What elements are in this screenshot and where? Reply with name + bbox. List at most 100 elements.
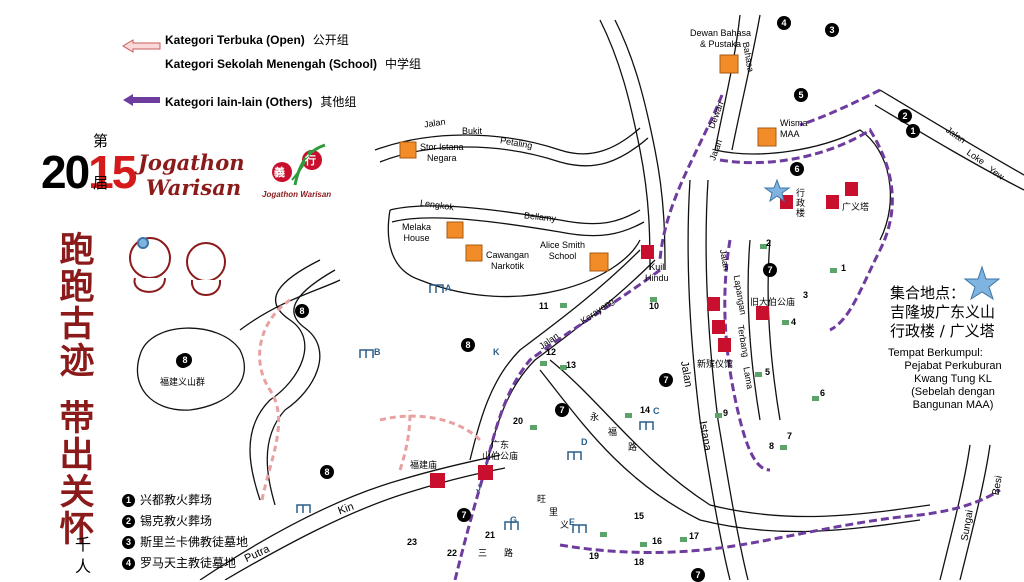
meeting-star-small xyxy=(763,178,791,203)
grave-number: 6 xyxy=(820,388,826,398)
circled-marker: 4 xyxy=(777,16,791,30)
road-cn-2: 福 xyxy=(608,427,618,437)
letter-marker: J xyxy=(476,483,482,493)
road-cn-5: 里 xyxy=(549,507,559,517)
graves xyxy=(530,244,837,547)
shelters xyxy=(296,284,654,533)
place-char: 行 xyxy=(796,188,806,198)
list-badge: 1 xyxy=(122,494,135,507)
legend-others-label: Kategori lain-lain (Others) xyxy=(165,95,313,109)
place-line: Narkotik xyxy=(491,261,525,271)
meeting-cn-3: 行政楼 / 广义塔 xyxy=(890,322,995,340)
slogan-char: 跑 xyxy=(59,230,95,271)
meeting-en-line: (Sebelah dengan xyxy=(911,386,995,398)
meeting-en-line: Kwang Tung KL xyxy=(914,373,992,385)
grave-number: 15 xyxy=(634,511,645,521)
slogan-char: 出 xyxy=(59,435,95,476)
letter-marker: B xyxy=(374,347,381,357)
place-line: Melaka xyxy=(402,222,432,232)
legend-others: Kategori lain-lain (Others) 其他组 xyxy=(165,93,356,110)
logo-title: Jogathon Warisan xyxy=(138,150,244,200)
circled-marker: 3 xyxy=(825,23,839,37)
circled-marker: 7 xyxy=(659,373,673,387)
list-badge: 4 xyxy=(122,557,135,570)
place-line: Kuil xyxy=(649,262,665,272)
place-line: Stor Istana xyxy=(420,142,464,152)
grave-number: 7 xyxy=(787,431,793,441)
circled-marker: 7 xyxy=(457,508,471,522)
emblem-caption: Jogathon Warisan xyxy=(262,190,332,199)
emblem-char-2: 行 xyxy=(305,155,316,167)
grave-number: 11 xyxy=(539,301,549,311)
legend-open-label: Kategori Terbuka (Open) xyxy=(165,33,305,47)
meeting-cn-1: 集合地点： xyxy=(890,284,966,302)
grave-number: 18 xyxy=(634,557,645,567)
legend-open: Kategori Terbuka (Open)公开组 xyxy=(165,31,349,48)
place-dewan-bahasa: Dewan Bahasa & Pustaka xyxy=(690,28,751,50)
circled-marker: 1 xyxy=(906,124,920,138)
list-item: 1 兴都教火葬场 xyxy=(122,490,248,511)
place-melaka-house: Melaka House xyxy=(402,222,431,244)
place-guangdong-temple: 广东 山伯公庙 xyxy=(482,440,518,462)
place-line: School xyxy=(548,251,577,261)
circled-marker: 7 xyxy=(555,403,569,417)
logo-emblem xyxy=(272,143,326,186)
place-line: Negara xyxy=(427,153,457,163)
list-text: 斯里兰卡佛教徒墓地 xyxy=(140,535,249,549)
letter-marker: K xyxy=(493,347,500,357)
letter-marker: C xyxy=(653,406,660,416)
place-char: 楼 xyxy=(796,208,806,218)
legend-arrows xyxy=(122,39,161,106)
legend-school-cn: 中学组 xyxy=(385,57,422,71)
circled-marker: 2 xyxy=(898,109,912,123)
letter-marker: E xyxy=(569,517,576,527)
place-old-temple: 旧大伯公庙 xyxy=(750,297,796,307)
legend-school-label: Kategori Sekolah Menengah (School) xyxy=(165,57,378,71)
grave-number: 23 xyxy=(407,537,418,547)
place-xinshi-yiguan: 新殡仪馆 xyxy=(697,359,734,369)
place-line: Cawangan xyxy=(486,250,530,260)
road-cn-6: 义 xyxy=(560,520,570,530)
place-admin-building: 行 政 楼 xyxy=(796,188,805,218)
list-text: 罗马天主教徒墓地 xyxy=(140,556,237,570)
circled-marker: 8 xyxy=(461,338,475,352)
place-line: & Pustaka xyxy=(700,39,742,49)
place-char: 政 xyxy=(796,198,806,208)
logo-year-b: 15 xyxy=(88,146,137,198)
grave-number: 12 xyxy=(546,347,557,357)
grave-number: 21 xyxy=(485,530,496,540)
list-item: 4 罗马天主教徒墓地 xyxy=(122,553,248,574)
meeting-en-line: Tempat Berkumpul: xyxy=(888,347,983,359)
circled-marker: 8 xyxy=(320,465,334,479)
place-cawangan: Cawangan Narkotik xyxy=(486,250,529,272)
buildings xyxy=(399,54,777,272)
logo-year-a: 20 xyxy=(41,146,90,198)
temples xyxy=(430,182,858,488)
route-others xyxy=(453,88,1001,580)
legend-others-cn: 其他组 xyxy=(320,95,357,109)
grave-number: 2 xyxy=(766,238,772,248)
list-text: 兴都教火葬场 xyxy=(140,493,213,507)
circled-marker: 8 xyxy=(178,353,192,367)
road-network xyxy=(136,14,1024,580)
grave-number: 14 xyxy=(640,405,651,415)
slogan-char: 迹 xyxy=(59,341,95,382)
road-cn-4: 旺 xyxy=(537,494,547,504)
logo-title-1: Jogathon xyxy=(138,150,245,175)
grave-number: 4 xyxy=(791,317,797,327)
logo-year: 2015 xyxy=(41,145,137,199)
meeting-en-line: Pejabat Perkuburan xyxy=(904,360,1002,372)
grave-number: 17 xyxy=(689,531,700,541)
grave-number: 13 xyxy=(566,360,577,370)
slogan-char: 跑 xyxy=(59,267,95,308)
place-line: House xyxy=(403,233,430,243)
grave-number: 3 xyxy=(803,290,809,300)
place-line: 山伯公庙 xyxy=(482,451,519,461)
list-badge: 2 xyxy=(122,515,135,528)
route-open xyxy=(258,298,482,501)
place-line: MAA xyxy=(780,129,800,139)
slogan-char: 古 xyxy=(59,304,95,345)
grave-number: 20 xyxy=(513,416,524,426)
meeting-star-large xyxy=(963,265,1001,301)
